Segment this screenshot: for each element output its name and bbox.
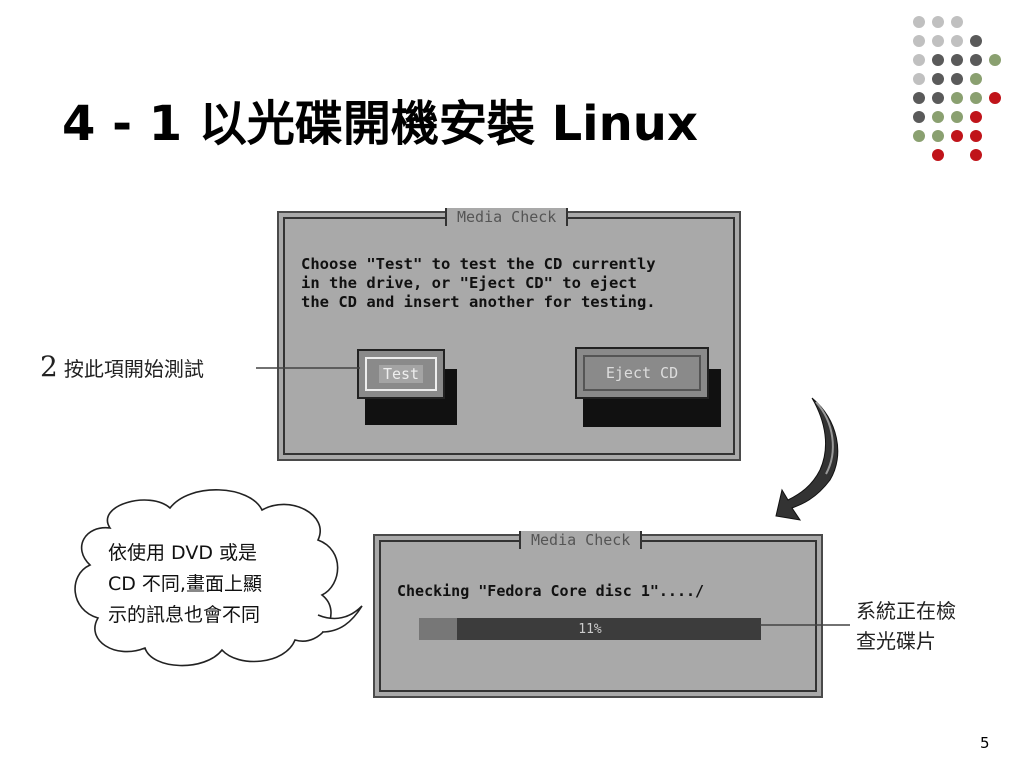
test-button[interactable]: Test xyxy=(357,349,445,399)
progress-bar: 11% xyxy=(419,618,761,640)
eject-button-label: Eject CD xyxy=(605,364,679,382)
curved-arrow-shape xyxy=(775,397,839,521)
cloud-line: 示的訊息也會不同 xyxy=(108,604,261,626)
eject-cd-button[interactable]: Eject CD xyxy=(575,347,709,399)
media-check-progress-dialog: Media Check Checking "Fedora Core disc 1… xyxy=(373,531,823,698)
cloud-line: CD 不同,畫面上顯 xyxy=(108,573,262,595)
dialog-message: Choose "Test" to test the CD currently i… xyxy=(301,255,656,311)
page-number: 5 xyxy=(980,734,990,752)
progress-annotation: 系統正在檢 查光碟片 xyxy=(856,596,996,656)
cloud-line: 依使用 DVD 或是 xyxy=(108,542,258,564)
progress-annotation-line: 系統正在檢 xyxy=(856,599,956,623)
eject-button-face: Eject CD xyxy=(583,355,701,391)
progress-annotation-line: 查光碟片 xyxy=(856,629,936,653)
dialog-frame: Media Check Choose "Test" to test the CD… xyxy=(283,208,735,455)
step-number: 2 xyxy=(40,350,58,383)
test-button-label: Test xyxy=(378,365,424,383)
progress-percent-label: 11% xyxy=(578,621,602,637)
progress-bar-fill xyxy=(419,618,457,640)
slide-title: 4 - 1 以光碟開機安裝 Linux xyxy=(62,96,698,152)
progress-dialog-title: Media Check xyxy=(519,531,643,549)
dialog-title: Media Check xyxy=(445,208,569,226)
media-check-dialog: Media Check Choose "Test" to test the CD… xyxy=(277,208,741,461)
cloud-annotation-text: 依使用 DVD 或是 CD 不同,畫面上顯 示的訊息也會不同 xyxy=(108,538,318,631)
progress-dialog-frame: Media Check Checking "Fedora Core disc 1… xyxy=(379,531,817,692)
checking-status-text: Checking "Fedora Core disc 1"..../ xyxy=(397,582,705,600)
speech-cloud-tail xyxy=(317,605,363,633)
step-text: 按此項開始測試 xyxy=(63,357,204,381)
test-button-face: Test xyxy=(365,357,437,391)
